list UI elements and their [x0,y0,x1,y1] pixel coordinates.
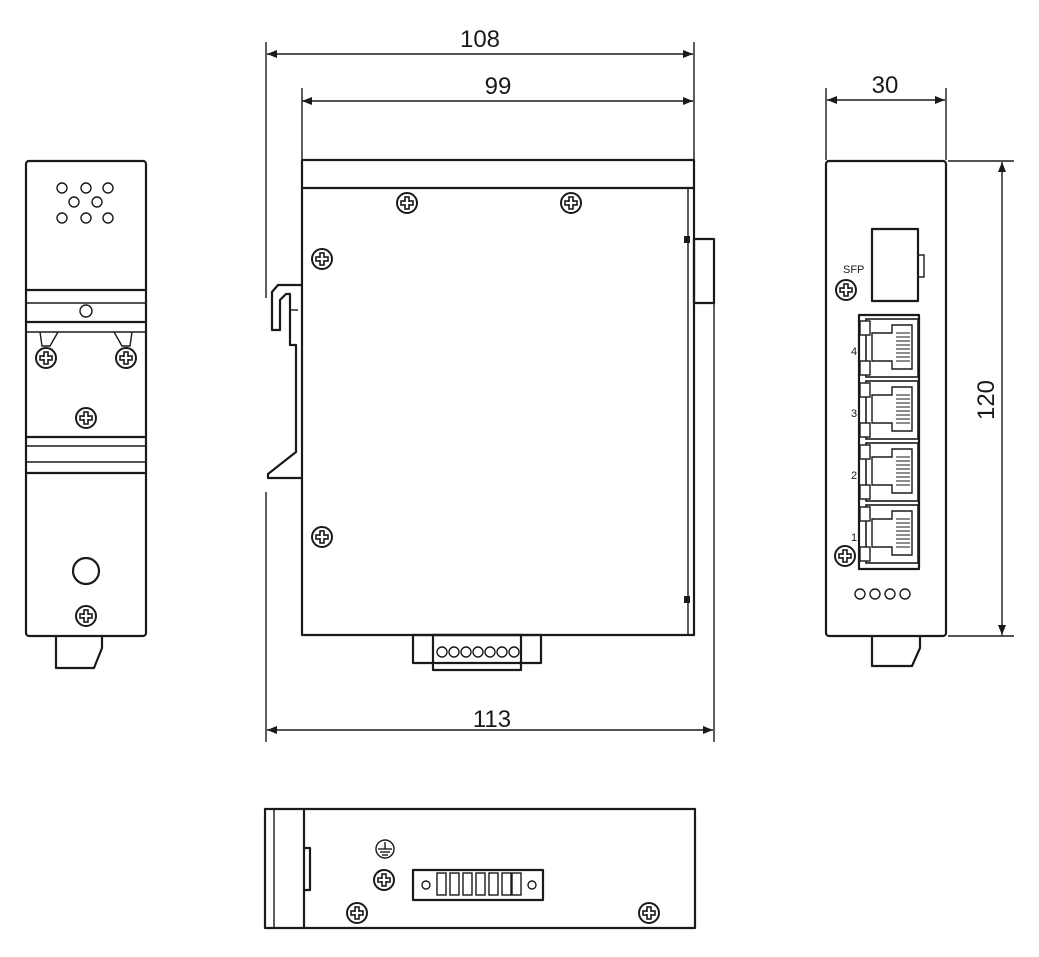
led-indicators [854,588,911,600]
screw-icon [373,869,395,891]
bottom-view-outline [263,807,697,930]
screw-icon [115,347,137,369]
terminal-block [411,633,543,672]
mount-hole [71,556,101,586]
terminal-connector [411,868,545,902]
dim-label-108: 108 [460,26,500,53]
dim-label-120: 120 [973,380,1000,420]
screw-icon [75,605,97,627]
screw-icon [35,347,57,369]
dimension-30: 30 [825,72,947,160]
screw-icon [560,192,582,214]
screw-icon [311,526,333,548]
dimension-120: 120 [948,160,1014,637]
front-bracket [692,237,716,305]
screw-icon [638,902,660,924]
screw-icon [311,248,333,270]
bottom-view [263,807,697,930]
sfp-slot [870,227,925,303]
screw-icon [346,902,368,924]
vent-holes [56,182,114,224]
rear-view-outline [24,159,148,638]
front-view: SFP 4 3 2 1 [824,159,948,668]
sfp-label: SFP [843,264,864,276]
ethernet-port-block [857,313,921,571]
dimension-99: 99 [301,73,693,160]
dim-label-30: 30 [872,72,899,99]
terminal-stub [54,634,104,670]
port-label-2: 2 [851,470,857,482]
port-label-1: 1 [851,532,857,544]
ethernet-port-icon [859,504,919,564]
din-rail-clip [24,288,148,475]
dim-label-99: 99 [485,73,512,100]
dimension-108: 108 [265,26,695,298]
ethernet-port-icon [859,380,919,440]
side-view [266,158,716,672]
port-label-3: 3 [851,408,857,420]
screw-icon [835,279,857,301]
screw-icon [396,192,418,214]
front-view-outline [824,159,948,638]
dimension-113: 113 [265,303,715,742]
terminal-stub [870,634,922,668]
din-rail-hook [266,283,304,480]
screw-icon [834,545,856,567]
screw-icon [75,407,97,429]
dim-label-113: 113 [473,706,511,733]
ground-icon [375,839,395,859]
rear-view [24,159,148,670]
ethernet-port-icon [859,318,919,378]
side-view-outline [300,158,696,637]
port-label-4: 4 [851,346,857,358]
ethernet-port-icon [859,442,919,502]
